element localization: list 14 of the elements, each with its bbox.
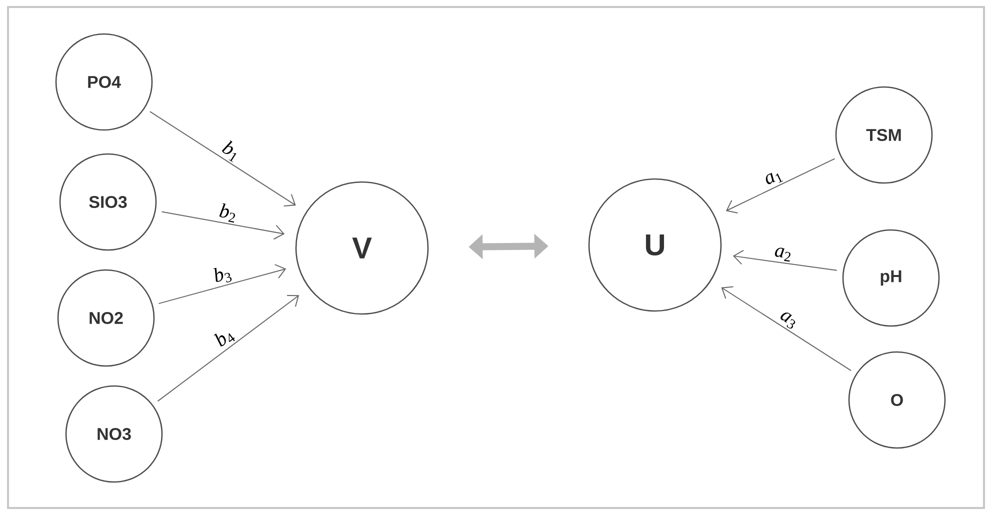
edge-label: b$_{4}$ — [214, 333, 235, 346]
arrow — [732, 250, 838, 271]
arrow — [721, 286, 852, 372]
arrow — [157, 294, 300, 402]
arrow — [158, 264, 286, 304]
arrow — [149, 111, 296, 207]
edge-label: a$_{1}$ — [766, 172, 784, 184]
edge-label: b$_{2}$ — [219, 203, 235, 223]
edge-label: a$_{3}$ — [780, 312, 796, 329]
arrow — [726, 158, 836, 214]
edge-label: b$_{1}$ — [222, 140, 236, 162]
edge-label: b$_{3}$ — [214, 268, 232, 282]
edge-label: a$_{2}$ — [774, 248, 790, 262]
arrow — [161, 211, 285, 240]
